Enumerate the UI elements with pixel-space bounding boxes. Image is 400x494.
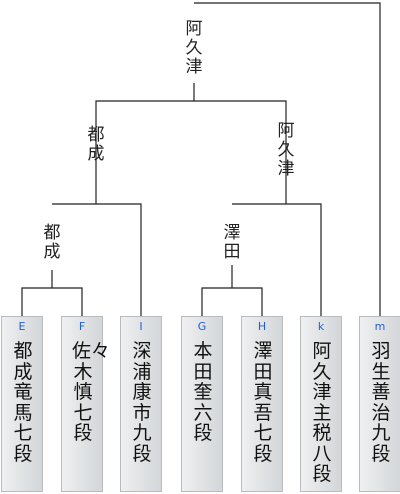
player-name: 阿久津主税八段 — [312, 340, 332, 485]
player-code: m — [374, 320, 386, 333]
player-code: E — [18, 320, 26, 333]
player-code: I — [139, 320, 143, 333]
player-card-i: I 深浦康市九段 — [120, 316, 162, 492]
player-card-k: k 阿久津主税八段 — [300, 316, 342, 492]
winner-quarter-right: 澤田 — [223, 223, 241, 262]
player-card-h: H 澤田真吾七段 — [241, 316, 283, 492]
player-code: F — [78, 320, 86, 333]
player-card-f: F 佐々木慎七段 — [61, 316, 111, 492]
player-code: k — [317, 320, 325, 333]
bracket-line-ghk — [231, 203, 322, 316]
bracket-line-gh — [201, 287, 263, 316]
bracket-line-efi — [51, 203, 142, 316]
player-name: 都成竜馬七段 — [13, 340, 33, 465]
winner-semi-left: 都成 — [87, 125, 105, 164]
winner-quarter-left: 都成 — [43, 223, 61, 262]
player-name: 本田 奎六段 — [193, 340, 232, 444]
winner-final: 阿久津 — [185, 19, 203, 77]
bracket-line-final — [193, 2, 381, 316]
player-card-g: G 本田 奎六段 — [181, 316, 232, 492]
player-name: 羽生善治九段 — [371, 340, 391, 465]
bracket-line-semi — [95, 100, 287, 204]
player-code: G — [197, 320, 207, 333]
player-card-m: m 羽生善治九段 — [359, 316, 400, 492]
player-name: 澤田真吾七段 — [253, 340, 273, 465]
player-name: 佐々木慎七段 — [72, 340, 111, 444]
bracket-line-ef — [21, 287, 83, 316]
player-name: 深浦康市九段 — [132, 340, 152, 465]
player-card-e: E 都成竜馬七段 — [1, 316, 43, 492]
winner-semi-right: 阿久津 — [277, 121, 295, 179]
player-code: H — [257, 320, 267, 333]
